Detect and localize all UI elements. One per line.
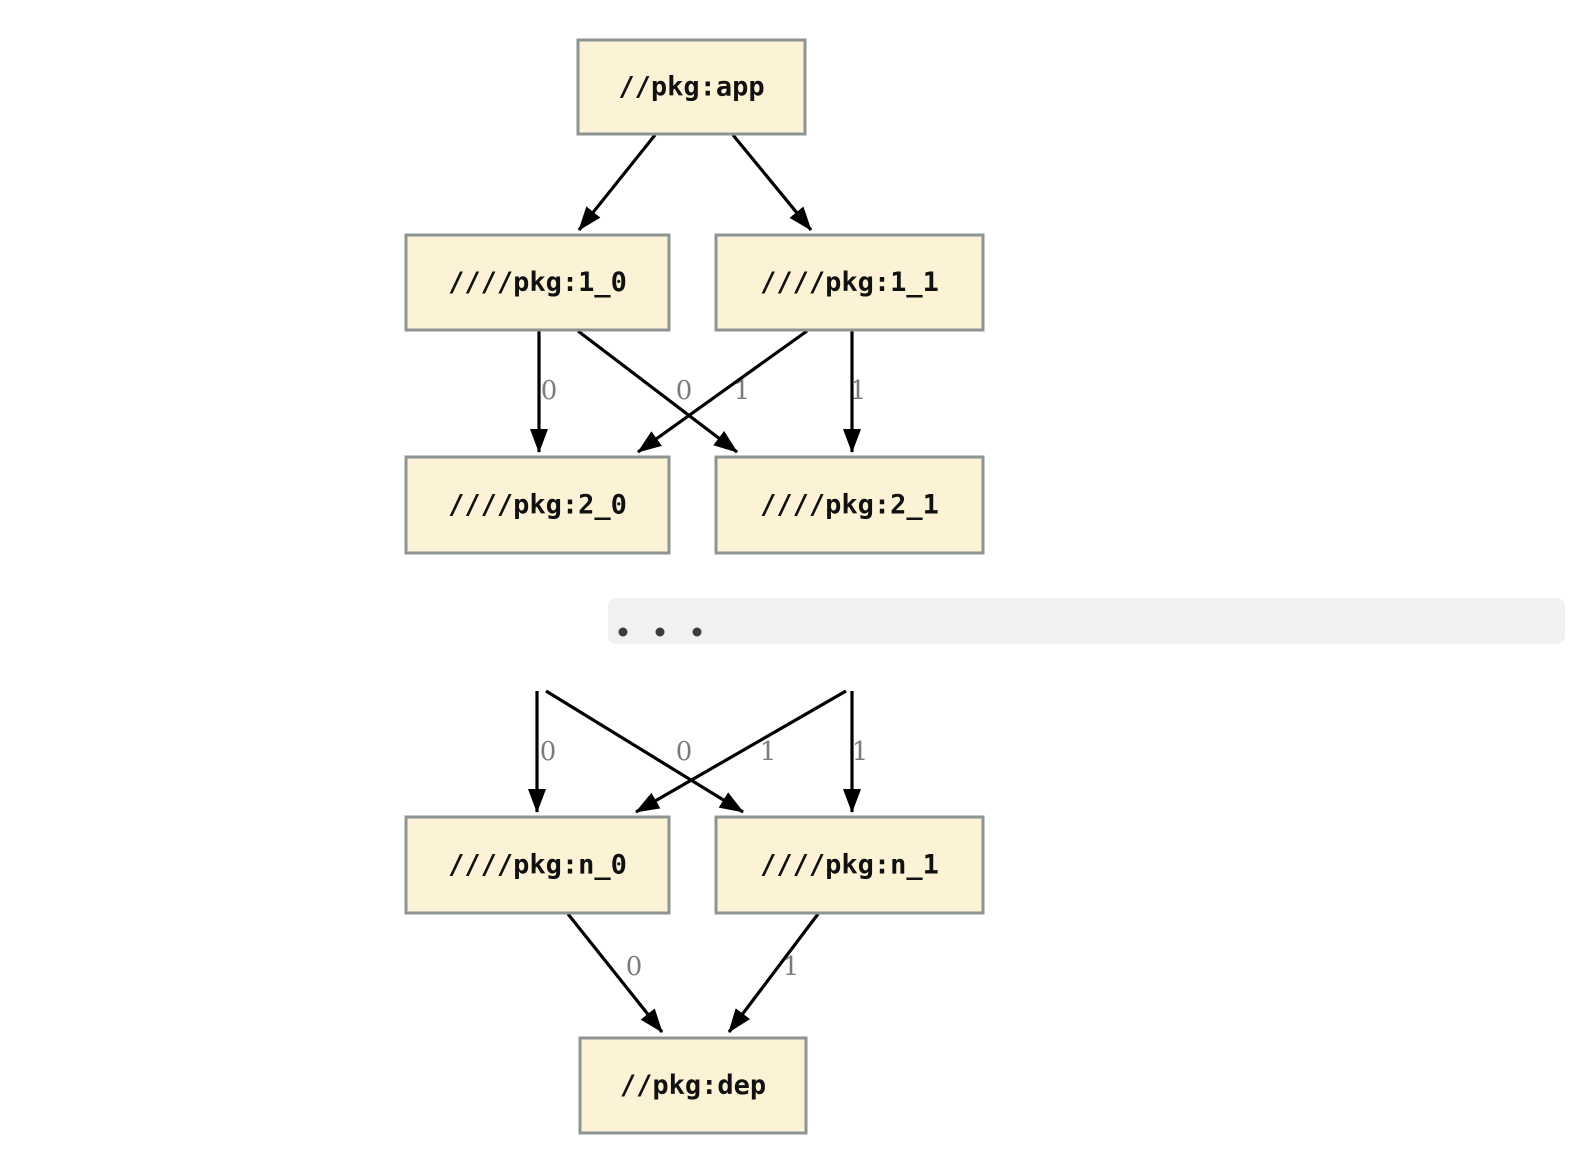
edge-label-1_0-to-2_1: 1	[734, 376, 751, 406]
edge-1_1-to-2_0	[637, 329, 808, 454]
node-label-app: //pkg:app	[618, 72, 764, 103]
edge-ellipsis-to-n_1	[545, 689, 744, 814]
node-label-1_0: ////pkg:1_0	[448, 267, 627, 298]
node-2_0: ////pkg:2_0	[404, 455, 671, 555]
node-dep: //pkg:dep	[578, 1036, 808, 1135]
edge-label-1_0-to-2_0: 0	[541, 376, 558, 406]
ellipsis-dot	[692, 627, 702, 637]
node-box-2_1	[714, 455, 985, 555]
node-1_0: ////pkg:1_0	[404, 233, 671, 332]
edge-label-ellipsis-to-n_1: 1	[760, 737, 777, 767]
continuation-band	[608, 598, 1565, 644]
edge-label-ellipsis-to-n_0: 0	[540, 737, 557, 767]
edge-label-1_1-to-2_0: 0	[676, 376, 693, 406]
node-label-n_1: ////pkg:n_1	[760, 850, 939, 881]
edge-app-to-1_1	[731, 133, 813, 232]
node-box-app	[576, 38, 807, 136]
node-n_1: ////pkg:n_1	[714, 815, 985, 915]
edge-label-n_1-to-dep: 1	[783, 952, 800, 982]
edge-label-n_0-to-dep: 0	[626, 952, 643, 982]
node-label-2_0: ////pkg:2_0	[448, 490, 627, 521]
edge-n_0-to-dep	[566, 913, 664, 1033]
node-box-1_0	[404, 233, 671, 332]
edge-label-1_1-to-2_1: 1	[850, 376, 867, 406]
edge-1_0-to-2_1	[577, 329, 738, 454]
edge-label-ellipsis-to-n_0: 0	[676, 737, 693, 767]
node-box-n_0	[404, 815, 671, 915]
node-2_1: ////pkg:2_1	[714, 455, 985, 555]
ellipsis-dot	[655, 627, 665, 637]
node-box-2_0	[404, 455, 671, 555]
edge-ellipsis-to-n_0	[635, 689, 847, 814]
node-box-1_1	[714, 233, 985, 332]
node-n_0: ////pkg:n_0	[404, 815, 671, 915]
node-label-n_0: ////pkg:n_0	[448, 850, 627, 881]
node-label-2_1: ////pkg:2_1	[760, 490, 939, 521]
edge-n_1-to-dep	[727, 913, 820, 1033]
node-box-n_1	[714, 815, 985, 915]
node-app: //pkg:app	[576, 38, 807, 136]
node-1_1: ////pkg:1_1	[714, 233, 985, 332]
edge-label-ellipsis-to-n_1: 1	[852, 737, 869, 767]
edge-app-to-1_0	[577, 134, 657, 231]
ellipsis-dot	[618, 627, 628, 637]
node-box-dep	[578, 1036, 808, 1135]
node-label-1_1: ////pkg:1_1	[760, 267, 939, 298]
node-label-dep: //pkg:dep	[620, 1070, 766, 1101]
